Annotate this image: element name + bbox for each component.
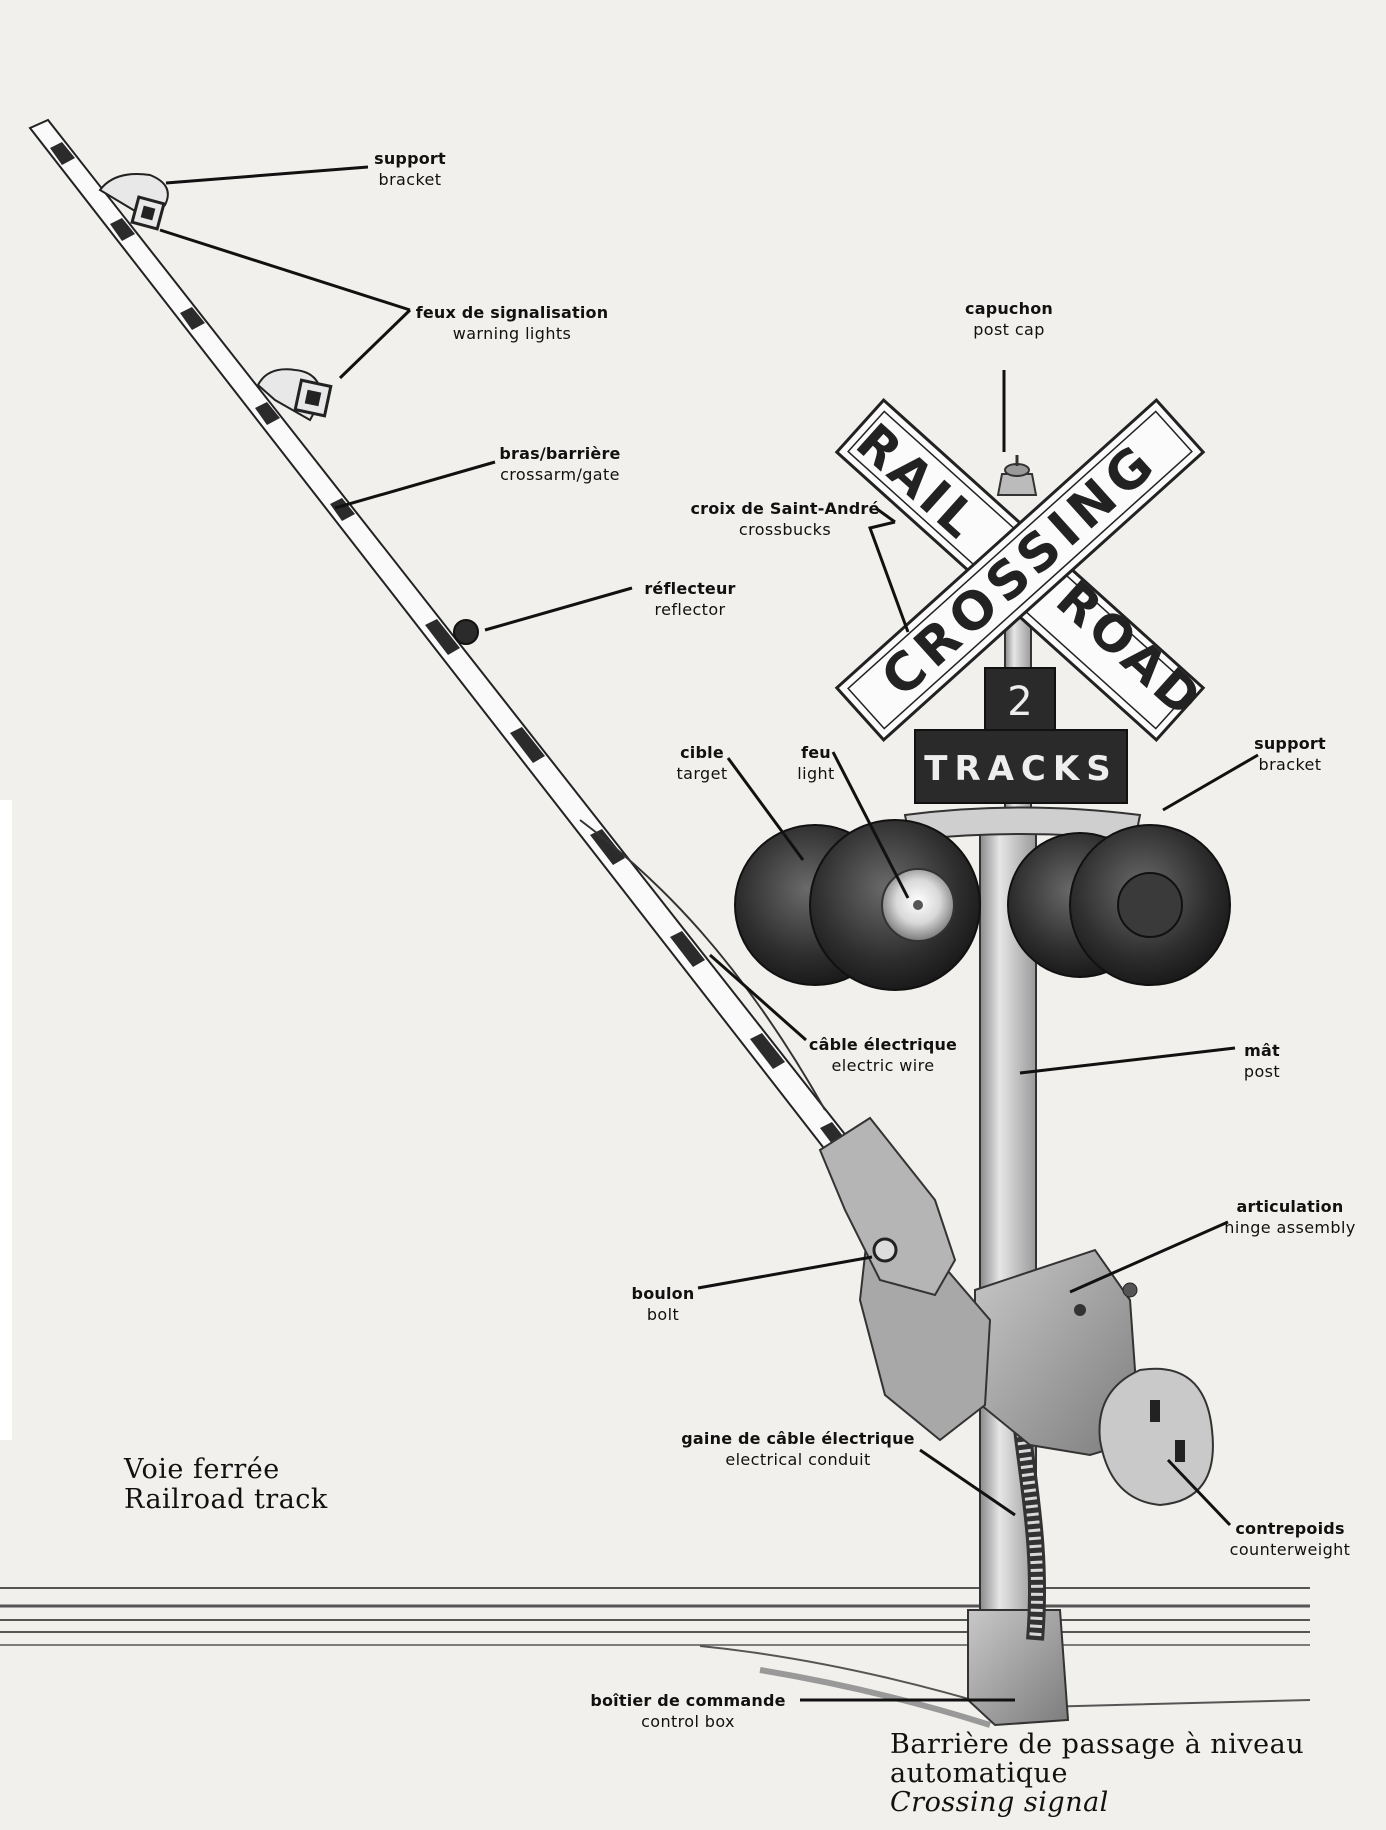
leader-lines [159,165,1259,1702]
light-assembly [734,806,1231,991]
counterweight [1098,1367,1214,1507]
bolt [872,1237,898,1263]
tracks-word: TRACKS [924,749,1117,789]
control-box [967,1609,1070,1727]
scan-white-strip [0,800,12,1440]
right-light [1117,872,1183,938]
railroad-track [0,1587,1311,1728]
crossarm-gate [28,118,957,1297]
caption-en: Crossing signal [890,1787,1109,1818]
figure-caption: Barrière de passage à niveau automatique… [890,1730,1304,1817]
track-caption: Voie ferrée Railroad track [124,1454,328,1515]
caption-fr-line1: Barrière de passage à niveau [890,1729,1305,1760]
reflector [453,619,479,645]
post-cap [996,473,1038,496]
tracks-plate: 2 TRACKS [914,667,1128,804]
caption-fr-line2: automatique [890,1758,1068,1789]
tracks-number: 2 [1007,679,1032,725]
gate-warning-lights [98,173,333,422]
